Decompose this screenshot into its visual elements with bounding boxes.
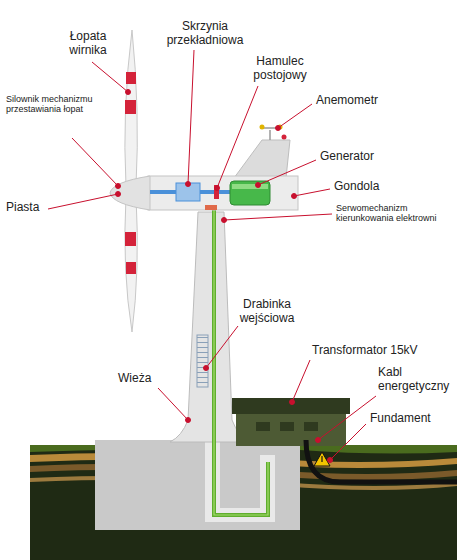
part-label: Gondola: [334, 180, 414, 194]
power-cable-highlight: [214, 205, 268, 515]
part-label: Serwomechanizm kierunkowania elektrowni: [336, 203, 452, 224]
part-label: Wieża: [118, 372, 168, 386]
part-label: Transformator 15kV: [312, 344, 452, 358]
part-label: Hamulec postojowy: [240, 55, 320, 83]
nacelle: [110, 125, 298, 211]
part-label: Kabl energetyczny: [378, 366, 454, 394]
power-cable-inner: [214, 205, 268, 515]
part-label: Fundament: [370, 412, 450, 426]
ladder: [197, 335, 208, 387]
part-label: Łopata wirnika: [62, 30, 114, 58]
transformer-building: [232, 398, 350, 446]
part-label: Anemometr: [316, 94, 396, 108]
leader-lines: [48, 50, 376, 463]
part-label: Piasta: [6, 201, 66, 215]
part-label: Silownik mechanizmu przestawiania łopat: [6, 94, 98, 115]
part-label: Drabinka wejściowa: [222, 298, 312, 326]
part-label: Generator: [320, 150, 400, 164]
energy-cable: [306, 440, 457, 482]
part-label: Skrzynia przekładniowa: [160, 20, 250, 48]
